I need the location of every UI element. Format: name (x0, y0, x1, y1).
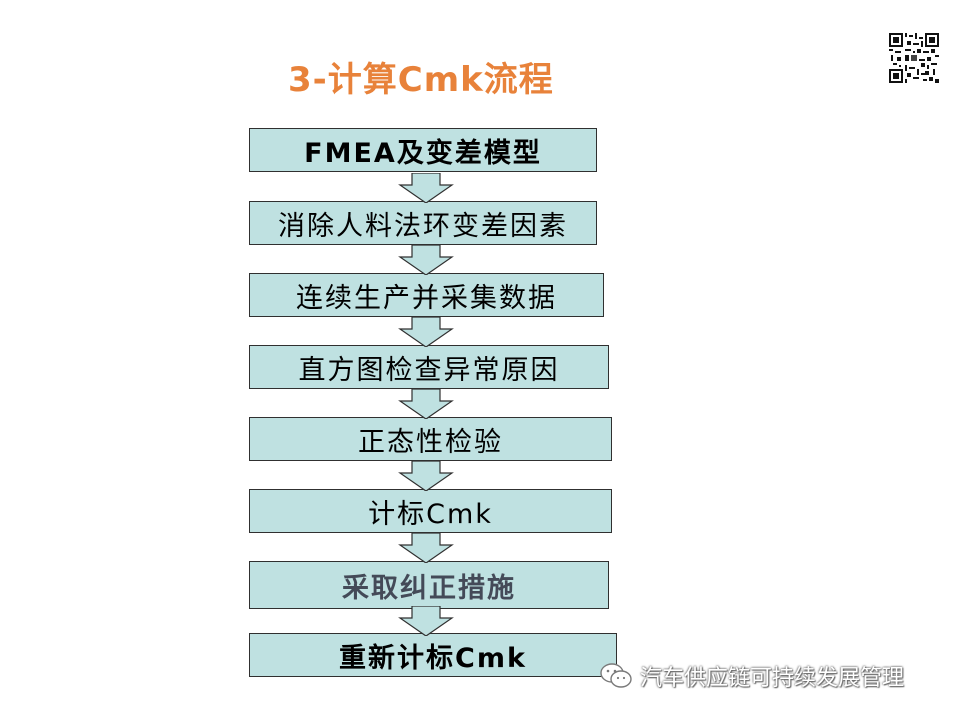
slide-title: 3-计算Cmk流程 (288, 60, 554, 100)
flow-step-corrective-action: 采取纠正措施 (249, 561, 609, 609)
flow-step-fmea: FMEA及变差模型 (249, 128, 597, 172)
watermark-text: 汽车供应链可持续发展管理 (640, 666, 905, 691)
down-arrow-icon (398, 245, 454, 275)
flow-step-recalculate-cmk: 重新计标Cmk (249, 633, 617, 677)
down-arrow-icon (398, 389, 454, 419)
down-arrow-icon (398, 533, 454, 563)
flow-step-collect-data: 连续生产并采集数据 (249, 273, 604, 317)
flow-step-histogram-check: 直方图检查异常原因 (249, 345, 609, 389)
wechat-icon (600, 663, 632, 688)
down-arrow-icon (398, 317, 454, 347)
flow-step-calculate-cmk: 计标Cmk (249, 489, 612, 533)
qr-code-icon (889, 33, 939, 83)
watermark: 汽车供应链可持续发展管理 (598, 660, 904, 692)
flow-step-eliminate-variation: 消除人料法环变差因素 (249, 201, 597, 245)
down-arrow-icon (398, 173, 454, 203)
down-arrow-icon (398, 461, 454, 491)
down-arrow-icon (398, 606, 454, 636)
flow-step-normality-test: 正态性检验 (249, 417, 612, 461)
